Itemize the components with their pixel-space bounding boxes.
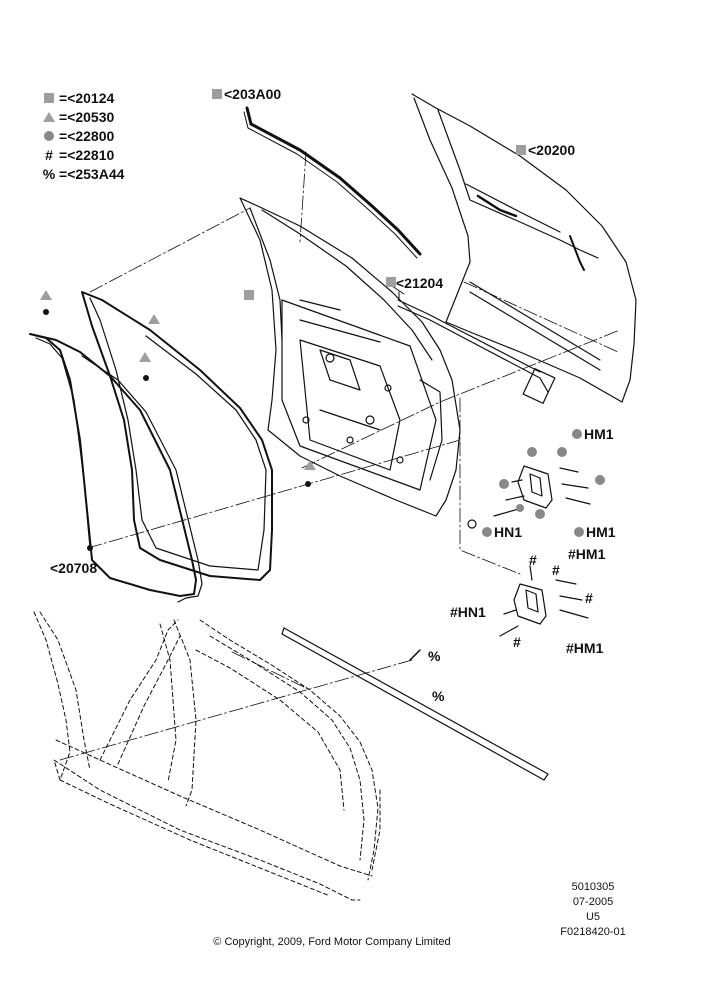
hash-mark: # [529, 552, 537, 568]
legend-equals: = [59, 165, 68, 182]
callout-hm1-a: HM1 [572, 426, 614, 442]
upper-weatherstrip [243, 106, 422, 259]
legend-equals: = [59, 146, 68, 163]
body-pillar [33, 611, 381, 901]
leader-lines [59, 151, 621, 761]
door-seal-inner [81, 291, 273, 581]
copyright-notice: © Copyright, 2009, Ford Motor Company Li… [213, 936, 451, 948]
circle-icon [572, 429, 582, 439]
hash-symbol: # [45, 146, 53, 163]
legend-row-percent: % = <253A44 [42, 164, 125, 183]
percent-mark: % [428, 648, 441, 664]
hash-mark: # [585, 590, 593, 606]
sill-scuff-strip [281, 627, 549, 781]
inner-door-frame [239, 197, 461, 517]
legend-code: <20530 [67, 108, 115, 125]
callout-hn1-a: HN1 [482, 524, 522, 540]
triangle-icon [43, 111, 55, 122]
callout-door-skin: <20200 [516, 142, 575, 158]
drawing-reference: 5010305 07-2005 U5 F0218420-01 [560, 881, 626, 938]
percent-mark: % [432, 688, 445, 704]
percent-symbol: % [42, 165, 56, 182]
legend-row-triangle: = <20530 [42, 107, 124, 126]
lower-hinge [499, 565, 589, 637]
hash-mark: # [513, 634, 521, 650]
legend-equals: = [59, 108, 68, 125]
legend-code: <20124 [67, 89, 115, 106]
legend-code: <22800 [67, 127, 115, 144]
glass-run-channel [397, 299, 556, 404]
legend-code: <253A44 [67, 165, 125, 182]
callout-hm1-d: # HM1 [566, 640, 604, 656]
part-markers [40, 277, 605, 551]
legend-row-hash: # = <22810 [42, 145, 124, 164]
legend-code: <22810 [67, 146, 115, 163]
outer-door-skin [411, 93, 637, 403]
square-icon [516, 145, 526, 155]
hash-mark: # [552, 562, 560, 578]
upper-hinge [467, 465, 591, 529]
callout-weatherstrip: <203A00 [212, 86, 281, 102]
callout-hn1-b: # HN1 [450, 604, 486, 620]
circle-icon [44, 130, 54, 141]
square-icon [44, 92, 54, 103]
legend-row-square: = <20124 [42, 88, 124, 107]
circle-icon [574, 527, 584, 537]
callout-hm1-c: # HM1 [568, 546, 606, 562]
legend-equals: = [59, 127, 68, 144]
circle-icon [482, 527, 492, 537]
symbol-legend: = <20124 = <20530 = <22800 # = <22810 % … [42, 88, 125, 183]
callout-door-seal: <20708 [50, 560, 98, 576]
callout-hm1-b: HM1 [574, 524, 616, 540]
legend-equals: = [59, 89, 68, 106]
callout-glass-channel: <21204 [396, 275, 444, 291]
square-icon [212, 89, 222, 99]
legend-row-circle: = <22800 [42, 126, 124, 145]
